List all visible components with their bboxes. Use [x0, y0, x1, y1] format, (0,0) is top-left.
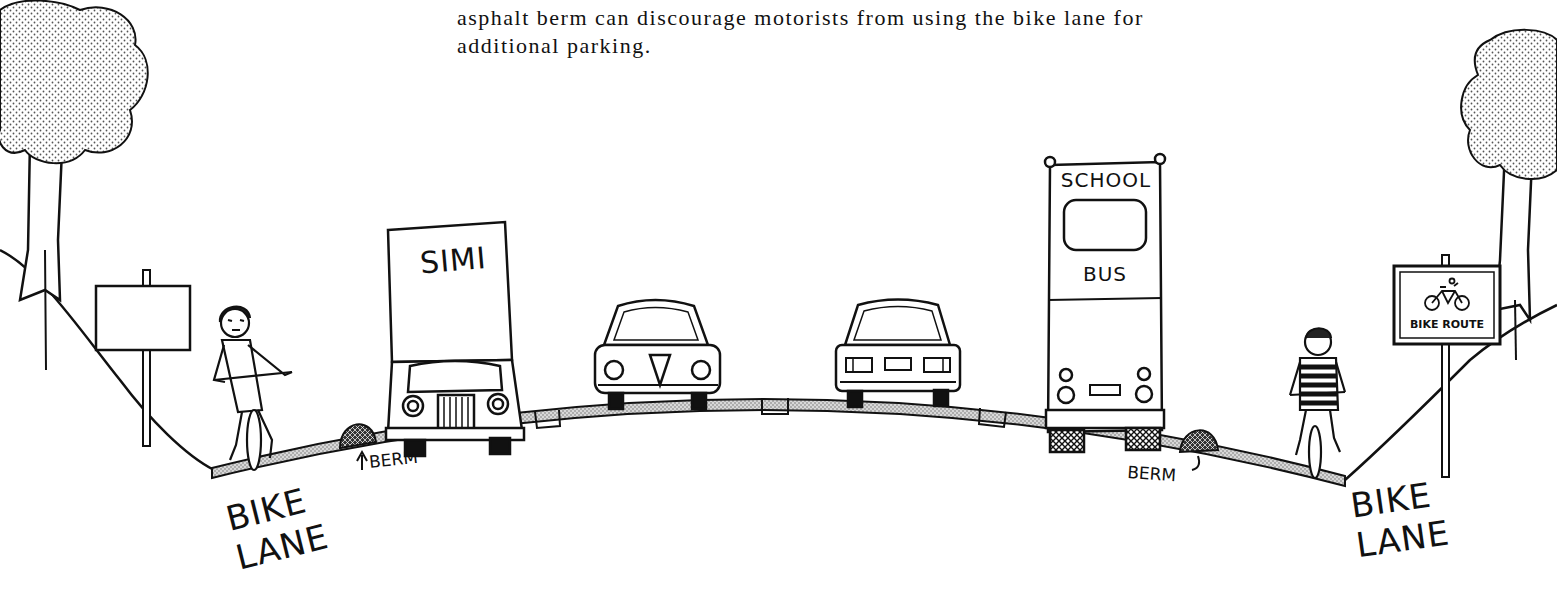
bike-lane-label: BIKE LANE — [1348, 471, 1468, 566]
note-text: asphalt berm can discourage motorists fr… — [457, 4, 1157, 60]
bus-label: SCHOOL — [1056, 168, 1156, 192]
berm-label: BERM — [1127, 462, 1192, 486]
sign-text: BIKE ROUTE — [1402, 318, 1492, 332]
bus-label: BUS — [1070, 262, 1140, 286]
bike-lane-label: BIKE LANE — [222, 473, 348, 577]
berm-label: BERM — [368, 445, 440, 472]
